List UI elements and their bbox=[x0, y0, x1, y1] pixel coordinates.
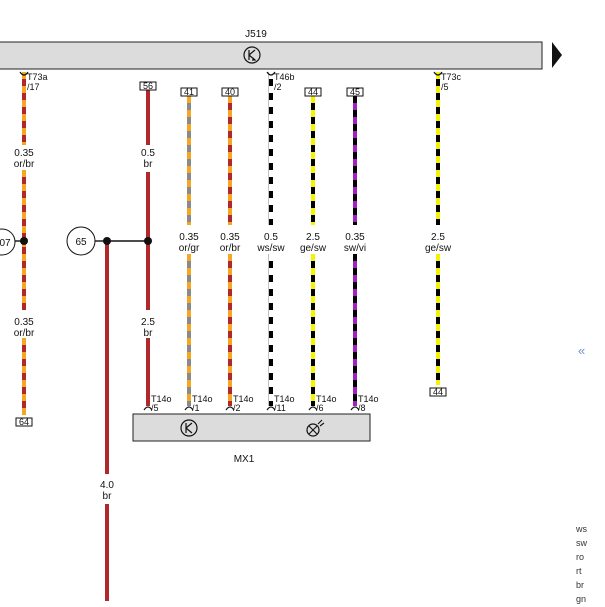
connector-icon bbox=[308, 406, 318, 411]
wire-label-size: 0.35 bbox=[220, 232, 240, 243]
j519-bar bbox=[0, 41, 543, 70]
wire-label-size: 2.5 bbox=[306, 232, 320, 243]
wire-label-size: 2.5 bbox=[431, 232, 445, 243]
connector-label: T14o bbox=[192, 394, 213, 404]
wire-label-size: 2.5 bbox=[141, 317, 155, 328]
connector-icon bbox=[266, 406, 276, 411]
wire-label-color-code: ge/sw bbox=[300, 243, 327, 254]
legend-item: br bbox=[576, 580, 585, 590]
pin-box-label: 45 bbox=[350, 87, 360, 97]
pin-box bbox=[139, 81, 157, 91]
mx1-label: MX1 bbox=[234, 454, 255, 465]
node-circle[interactable] bbox=[0, 228, 16, 256]
wire-label-size: 0.35 bbox=[179, 232, 199, 243]
connector-icon bbox=[433, 71, 443, 76]
wire-label-color-code: ws/sw bbox=[256, 243, 285, 254]
pin-box bbox=[346, 87, 364, 97]
legend-item: sw bbox=[576, 538, 587, 548]
pin-box-label: 64 bbox=[19, 417, 29, 427]
ground-symbol-icon bbox=[243, 46, 261, 64]
lamp-icon bbox=[306, 419, 325, 437]
connector-label: T14o bbox=[358, 394, 379, 404]
bar-arrow-icon bbox=[552, 42, 562, 68]
pin-box bbox=[180, 87, 198, 97]
legend-item: rt bbox=[576, 566, 582, 576]
wire-label-color-code: br bbox=[144, 159, 154, 170]
wire-label-size: 0.35 bbox=[345, 232, 365, 243]
connector-pin: /1 bbox=[192, 403, 200, 413]
connector-pin: /5 bbox=[151, 403, 159, 413]
wire-label-size: 4.0 bbox=[100, 480, 114, 491]
connector-icon bbox=[143, 406, 153, 411]
node-left-label: 07 bbox=[0, 238, 11, 249]
connector-label: T14o bbox=[151, 394, 172, 404]
legend-item: ro bbox=[576, 552, 585, 562]
j519-label: J519 bbox=[245, 29, 267, 40]
pin-box bbox=[15, 417, 33, 427]
connector-pin: /17 bbox=[27, 82, 40, 92]
wire-label-size: 0.5 bbox=[264, 232, 278, 243]
pin-box bbox=[221, 87, 239, 97]
connector-icon bbox=[225, 406, 235, 411]
mx1-box bbox=[132, 413, 371, 442]
wire-label-size: 0.5 bbox=[141, 148, 155, 159]
connector-pin: /5 bbox=[441, 82, 449, 92]
wire-label-color-code: or/gr bbox=[179, 243, 200, 254]
connector-label: T46b bbox=[274, 72, 295, 82]
connector-label: T73a bbox=[27, 72, 48, 82]
connector-label: T73c bbox=[441, 72, 462, 82]
legend-item: ws bbox=[576, 524, 587, 534]
wire-label-color-code: or/br bbox=[14, 328, 35, 339]
connector-icon bbox=[350, 406, 360, 411]
node-65-label: 65 bbox=[75, 237, 87, 248]
wire-label-color-code: or/br bbox=[220, 243, 241, 254]
connector-pin: /11 bbox=[274, 403, 286, 413]
pin-box-label: 44 bbox=[308, 87, 318, 97]
connector-label: T14o bbox=[233, 394, 254, 404]
wire-label-color-code: sw/vi bbox=[344, 243, 366, 254]
wire-label-size: 0.35 bbox=[14, 148, 34, 159]
connector-pin: /2 bbox=[274, 82, 282, 92]
double-chevron-left-icon[interactable]: « bbox=[578, 343, 586, 358]
pin-box-label: 44 bbox=[433, 387, 443, 397]
pin-box-label: 56 bbox=[143, 81, 153, 91]
connector-icon bbox=[19, 71, 29, 76]
connector-icon bbox=[184, 406, 194, 411]
pin-box-label: 41 bbox=[184, 87, 194, 97]
wire-label-color-code: ge/sw bbox=[425, 243, 452, 254]
connector-pin: /6 bbox=[316, 403, 324, 413]
wire-label-color-code: or/br bbox=[14, 159, 35, 170]
legend-item: gn bbox=[576, 594, 587, 604]
pin-box-label: 40 bbox=[225, 87, 235, 97]
connector-label: T14o bbox=[274, 394, 295, 404]
wire-label-color-code: br bbox=[103, 491, 113, 502]
pin-box bbox=[429, 387, 447, 397]
connector-label: T14o bbox=[316, 394, 337, 404]
connector-pin: /8 bbox=[358, 403, 366, 413]
connector-icon bbox=[266, 71, 276, 76]
wire-label-size: 0.35 bbox=[14, 317, 34, 328]
ground-symbol-icon bbox=[180, 419, 198, 437]
wire-label-color-code: br bbox=[144, 328, 154, 339]
connector-pin: /2 bbox=[233, 403, 241, 413]
pin-box bbox=[304, 87, 322, 97]
